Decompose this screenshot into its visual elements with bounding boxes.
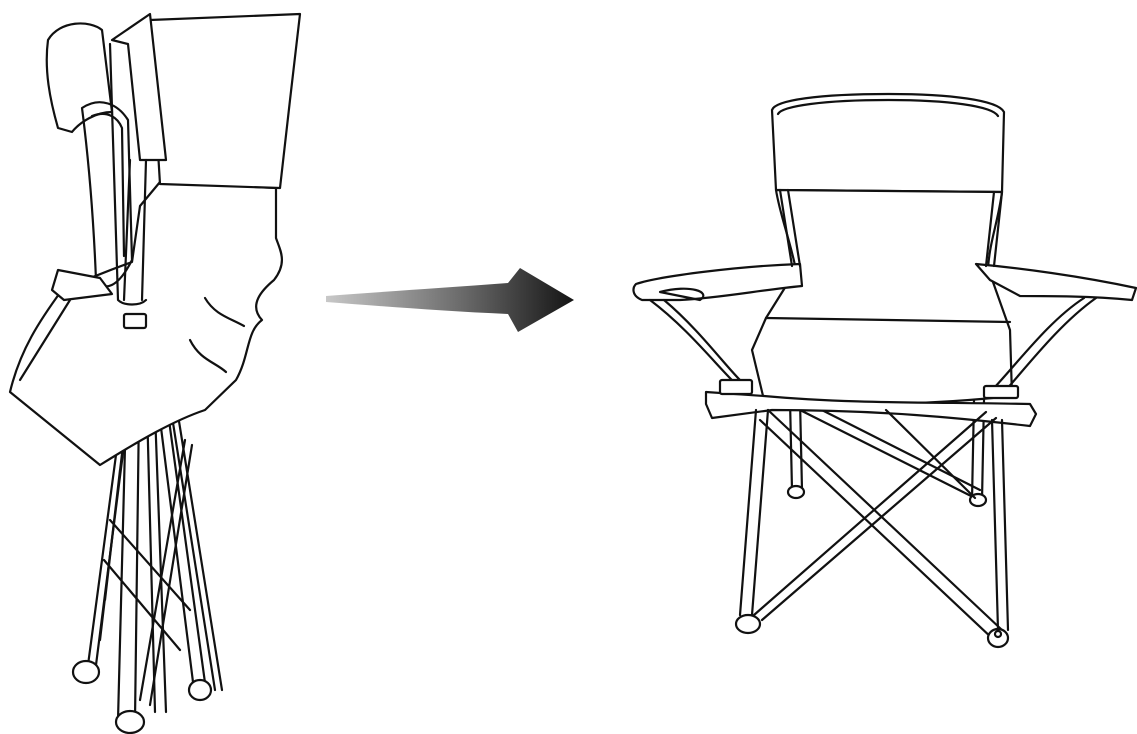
folded-chair-armrest xyxy=(45,22,114,134)
open-chair-front-legs xyxy=(738,408,1010,642)
open-chair-left-armrest xyxy=(632,262,804,302)
folded-chair-feet xyxy=(71,659,213,734)
open-chair-backrest xyxy=(770,92,1006,194)
open-chair-seat-base xyxy=(704,390,1038,428)
open-chair-seat-fabric xyxy=(750,188,1014,406)
folded-chair-hinge xyxy=(122,312,148,330)
folded-chair-icon xyxy=(8,12,302,734)
right-arrow-icon xyxy=(326,268,574,332)
open-chair-right-armrest xyxy=(974,262,1137,302)
folded-chair-back-panel xyxy=(148,12,302,190)
folded-chair-pocket xyxy=(50,268,114,302)
open-chair-feet xyxy=(734,613,1010,649)
open-chair-icon xyxy=(632,92,1137,649)
folded-chair-frame-tube xyxy=(110,12,168,162)
open-chair-seat-seam xyxy=(764,316,1012,324)
